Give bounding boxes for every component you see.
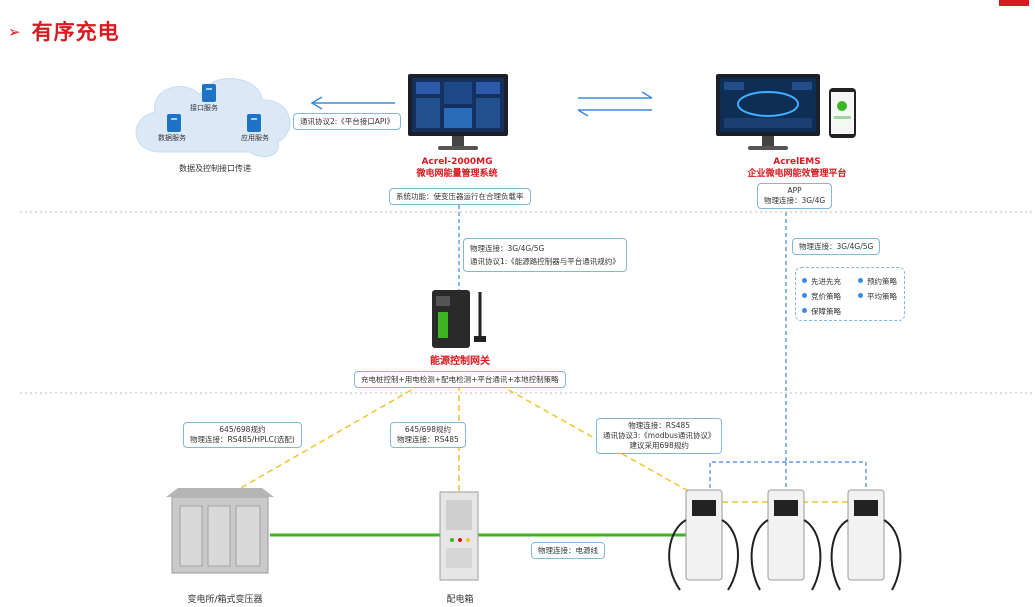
strategy-item: 保障策略 — [802, 306, 841, 317]
gateway-device-icon — [432, 290, 486, 348]
acrel2000-title: Acrel-2000MG 微电网能量管理系统 — [416, 157, 498, 179]
substation-link-box: 645/698规约 物理连接：RS485/HPLC(选配) — [183, 422, 302, 448]
charger-bracket-line — [709, 461, 867, 488]
arrow-to-cloud-icon — [310, 96, 395, 110]
charger-icon-2 — [750, 489, 822, 591]
substation-caption: 变电所/箱式变压器 — [187, 595, 263, 605]
charger-link-box: 物理连接：RS485 通讯协议3:《modbus通讯协议》 建议采用698规约 — [596, 418, 723, 454]
monitor-icon-acrel2000 — [408, 74, 508, 150]
distribution-box-icon — [439, 491, 479, 581]
bullet-arrow-icon: ➢ — [8, 23, 22, 41]
bidirectional-arrow-icon — [577, 91, 653, 117]
server-icon-app — [247, 114, 261, 132]
gateway-function-box: 充电桩控制+用电检测+配电检测+平台通讯+本地控制策略 — [354, 371, 566, 388]
ems-link-box: 物理连接：3G/4G/5G — [792, 238, 881, 255]
box-link-box: 645/698规约 物理连接：RS485 — [390, 422, 466, 448]
server-icon-data — [167, 114, 181, 132]
acrel2000-function-box: 系统功能：使变压器运行在合理负载率 — [389, 188, 531, 205]
charger-icon-1 — [668, 489, 739, 591]
cloud-service-data: 数据服务 — [158, 134, 186, 142]
monitor-icon-acrelems — [716, 74, 820, 150]
gateway-link-box: 物理连接：3G/4G/5G 通讯协议1:《能源路控制器与平台通讯规约》 — [463, 238, 627, 272]
substation-icon — [166, 488, 274, 574]
power-link-box: 物理连接：电源线 — [531, 542, 605, 559]
page-title: ➢有序充电 — [8, 20, 120, 44]
cloud-service-app: 应用服务 — [241, 134, 269, 142]
cloud-service-interface: 接口服务 — [190, 104, 218, 112]
acrelems-title: AcrelEMS 企业微电网能效管理平台 — [747, 157, 847, 179]
strategy-item: 竞价策略 — [802, 291, 841, 302]
distribution-box-caption: 配电箱 — [446, 595, 474, 605]
strategy-panel: 先进先充 预约策略 竞价策略 平均策略 保障策略 — [795, 267, 905, 321]
strategy-item: 先进先充 — [802, 276, 841, 287]
corner-decoration — [999, 0, 1029, 6]
protocol2-box: 通讯协议2:《平台接口API》 — [293, 113, 402, 130]
charger-icon-3 — [830, 489, 902, 591]
cloud-caption: 数据及控制接口传递 — [179, 164, 251, 173]
strategy-item: 预约策略 — [858, 276, 897, 287]
server-icon-interface — [202, 84, 216, 102]
strategy-item: 平均策略 — [858, 291, 897, 302]
gateway-title: 能源控制网关 — [430, 356, 490, 367]
phone-icon — [829, 88, 856, 138]
acrelems-app-box: APP 物理连接：3G/4G — [757, 183, 833, 209]
cloud-icon — [135, 78, 291, 158]
